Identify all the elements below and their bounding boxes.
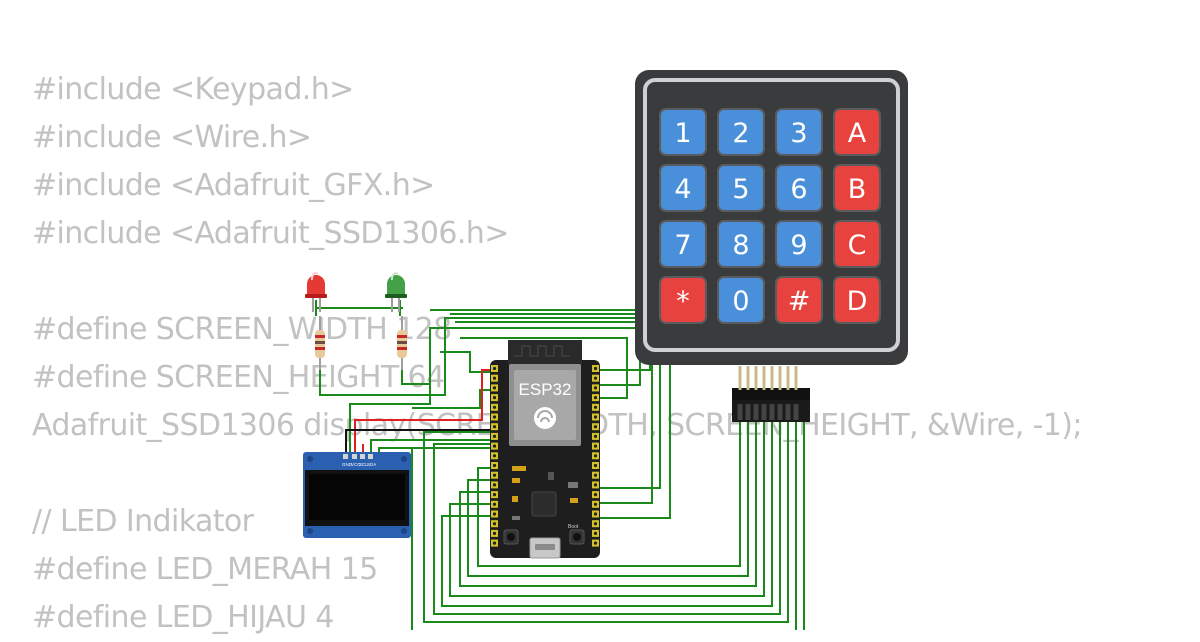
- keypad-key[interactable]: 2: [717, 108, 765, 156]
- ribbon-pin-socket: [769, 404, 775, 420]
- wire: [455, 321, 661, 489]
- keypad-key[interactable]: C: [833, 220, 881, 268]
- key-grid: 1 2 3 A 4 5 6 B 7 8 9 C * 0 # D: [659, 108, 881, 324]
- keypad-key-label: 8: [732, 230, 749, 261]
- wire: [433, 420, 781, 615]
- wire: [460, 337, 628, 399]
- wire: [423, 420, 789, 623]
- wire-group: [315, 300, 805, 630]
- en-button-icon: [507, 533, 515, 541]
- code-line: #define SCREEN_WIDTH 128: [32, 312, 452, 347]
- keypad-key[interactable]: 4: [659, 164, 707, 212]
- keypad-key[interactable]: *: [659, 276, 707, 324]
- keypad-key[interactable]: 0: [717, 276, 765, 324]
- pin-label: VCC: [351, 462, 361, 467]
- keypad-key-label: D: [847, 286, 868, 317]
- header-pins-right: [592, 365, 599, 547]
- wire: [370, 439, 492, 455]
- keypad-key[interactable]: 7: [659, 220, 707, 268]
- keypad-key-label: 0: [732, 286, 749, 317]
- led-green: [385, 272, 407, 312]
- ribbon-pin: [746, 366, 750, 390]
- keypad-key[interactable]: #: [775, 276, 823, 324]
- wire-vcc: [354, 369, 492, 455]
- code-line: // LED Indikator: [32, 504, 254, 539]
- keypad-key-label: C: [848, 230, 867, 261]
- keypad-key-label: 7: [674, 230, 691, 261]
- ribbon-pin: [762, 366, 766, 390]
- ribbon-pin: [738, 366, 742, 390]
- keypad-key[interactable]: 8: [717, 220, 765, 268]
- keypad-key[interactable]: 6: [775, 164, 823, 212]
- ribbon-pin-socket: [793, 404, 799, 420]
- code-line: #define LED_MERAH 15: [32, 552, 378, 587]
- keypad-4x4: 1 2 3 A 4 5 6 B 7 8 9 C * 0 # D: [635, 70, 908, 422]
- resistor: [397, 316, 407, 370]
- keypad-key-label: 3: [790, 118, 807, 149]
- keypad-key[interactable]: 3: [775, 108, 823, 156]
- ribbon-pin-socket: [777, 404, 783, 420]
- wire: [477, 420, 741, 567]
- oled-display: GND VCC SCL SDA: [303, 452, 411, 538]
- pin-label: SDA: [367, 462, 376, 467]
- wire: [319, 317, 651, 396]
- esp32-board: ESP32 Boot: [490, 340, 600, 559]
- resistor: [315, 316, 325, 370]
- keypad-key-label: 4: [674, 174, 691, 205]
- pin-label: GND: [342, 462, 353, 467]
- wire: [412, 389, 492, 409]
- ribbon-pin-socket: [785, 404, 791, 420]
- boot-button-icon: [573, 533, 581, 541]
- wire: [401, 327, 641, 386]
- keypad-key[interactable]: 9: [775, 220, 823, 268]
- keypad-key[interactable]: A: [833, 108, 881, 156]
- wire: [349, 360, 431, 452]
- boot-label: Boot: [568, 524, 579, 530]
- wire: [467, 420, 749, 577]
- keypad-key-label: 1: [674, 118, 691, 149]
- code-line: #include <Wire.h>: [32, 120, 312, 155]
- keypad-key-label: B: [848, 174, 867, 205]
- keypad-key[interactable]: 1: [659, 108, 707, 156]
- keypad-key-label: 6: [790, 174, 807, 205]
- code-line: #define SCREEN_HEIGHT 64: [32, 360, 445, 395]
- keypad-key-label: 9: [790, 230, 807, 261]
- pin-label: SCL: [359, 462, 368, 467]
- code-line: #include <Adafruit_GFX.h>: [32, 168, 435, 203]
- keypad-key-label: #: [788, 286, 811, 317]
- keypad-key-label: 2: [732, 118, 749, 149]
- keypad-key[interactable]: B: [833, 164, 881, 212]
- keypad-key-label: 5: [732, 174, 749, 205]
- code-line: #define LED_HIJAU 4: [32, 600, 334, 635]
- keypad-key[interactable]: D: [833, 276, 881, 324]
- code-line: #include <Adafruit_SSD1306.h>: [32, 216, 509, 251]
- ribbon-pins: [737, 366, 799, 420]
- keypad-key-label: A: [848, 118, 867, 149]
- ribbon-pin: [770, 366, 774, 390]
- ribbon-pin: [794, 366, 798, 390]
- code-listing: #include <Keypad.h> #include <Wire.h> #inc…: [32, 66, 1083, 642]
- wire: [450, 313, 653, 504]
- ribbon-pin: [778, 366, 782, 390]
- ribbon-pin: [786, 366, 790, 390]
- wire: [430, 309, 671, 519]
- header-pins-left: [491, 365, 498, 547]
- ribbon-pin: [754, 366, 758, 390]
- ribbon-pin-socket: [737, 404, 743, 420]
- ribbon-pin-socket: [753, 404, 759, 420]
- wire: [449, 420, 765, 597]
- keypad-key[interactable]: 5: [717, 164, 765, 212]
- wire: [459, 420, 757, 587]
- wire: [441, 420, 773, 607]
- ribbon-pin-socket: [761, 404, 767, 420]
- keypad-ribbon-connector: [732, 366, 810, 422]
- board-label: ESP32: [519, 380, 572, 399]
- ribbon-pin-socket: [745, 404, 751, 420]
- code-line: #include <Keypad.h>: [32, 72, 354, 107]
- keypad-key-label: *: [676, 286, 690, 317]
- wire-gnd: [345, 429, 492, 455]
- led-red: [305, 272, 327, 312]
- oled-pin-labels: GND VCC SCL SDA: [342, 462, 376, 467]
